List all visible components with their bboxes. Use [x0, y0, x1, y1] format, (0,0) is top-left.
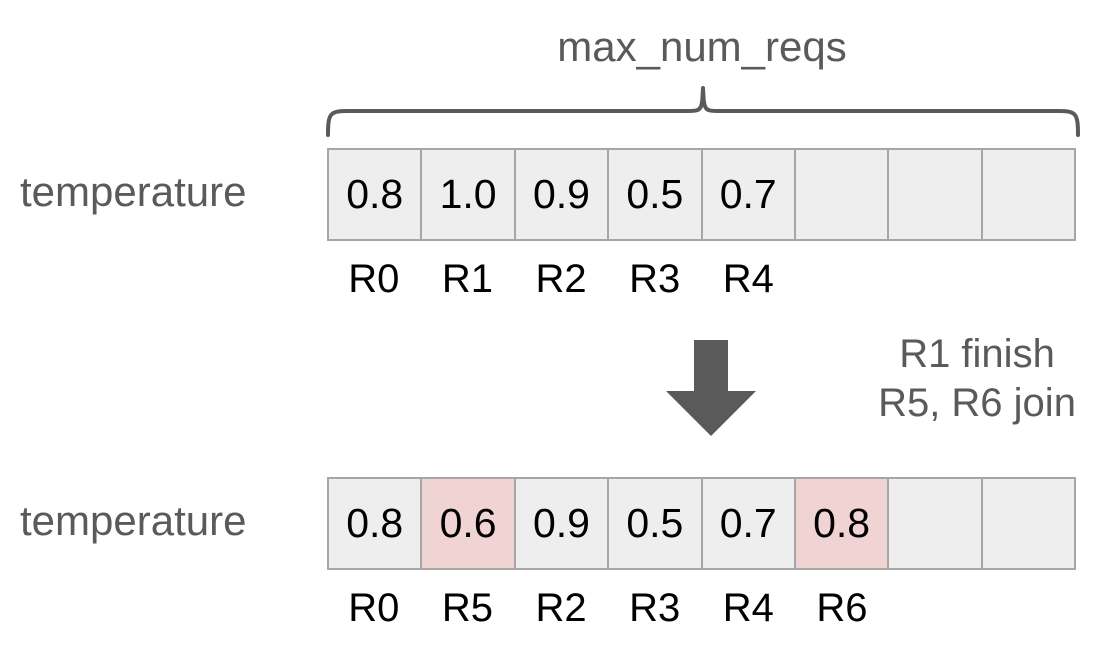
request-id-label: [889, 584, 983, 632]
buffer-cell: 0.9: [515, 150, 610, 239]
request-id-row-before: R0 R1 R2 R3 R4: [327, 255, 1076, 303]
request-id-label: R4: [722, 586, 774, 630]
down-arrow-icon: [664, 340, 758, 437]
buffer-cell: 0.7: [702, 479, 796, 568]
buffer-cell: 0.6: [422, 479, 516, 568]
buffer-cell: 0.8: [329, 479, 423, 568]
buffer-cell: [889, 150, 983, 239]
request-id-row-after: R0 R5 R2 R3 R4 R6: [327, 584, 1076, 632]
row-label-temperature-before: temperature: [20, 168, 247, 215]
request-id-label: R3: [629, 586, 681, 630]
request-id-label: [795, 255, 889, 303]
buffer-cell: 0.5: [609, 479, 703, 568]
buffer-cell: 1.0: [422, 150, 516, 239]
request-id-label: R5: [441, 586, 493, 630]
buffer-cell: 0.7: [702, 150, 796, 239]
buffer-cell: [982, 479, 1074, 568]
request-id-label: [889, 255, 983, 303]
transition-note: R1 finish R5, R6 join: [852, 330, 1102, 428]
buffer-cell: 0.8: [329, 150, 423, 239]
request-id-label: R1: [441, 257, 493, 301]
transition-note-line-2: R5, R6 join: [878, 381, 1076, 425]
buffer-cell: [795, 150, 890, 239]
buffer-cell: 0.9: [515, 479, 610, 568]
request-id-label: R2: [535, 586, 587, 630]
request-id-label: [982, 255, 1076, 303]
buffer-cell: 0.5: [609, 150, 703, 239]
request-id-label: R2: [535, 257, 587, 301]
buffer-cell: [889, 479, 983, 568]
request-id-label: R3: [629, 257, 681, 301]
request-id-label: R0: [348, 257, 400, 301]
request-id-label: [982, 584, 1076, 632]
request-id-label: R0: [348, 586, 400, 630]
request-id-label: R4: [722, 257, 774, 301]
buffer-cell: 0.8: [795, 479, 890, 568]
row-label-temperature-after: temperature: [20, 497, 247, 544]
request-id-label: R6: [816, 586, 868, 630]
transition-note-line-1: R1 finish: [899, 332, 1055, 376]
bracket-label: max_num_reqs: [557, 23, 847, 70]
buffer-cell: [982, 150, 1074, 239]
curly-brace-icon: [320, 82, 1086, 142]
